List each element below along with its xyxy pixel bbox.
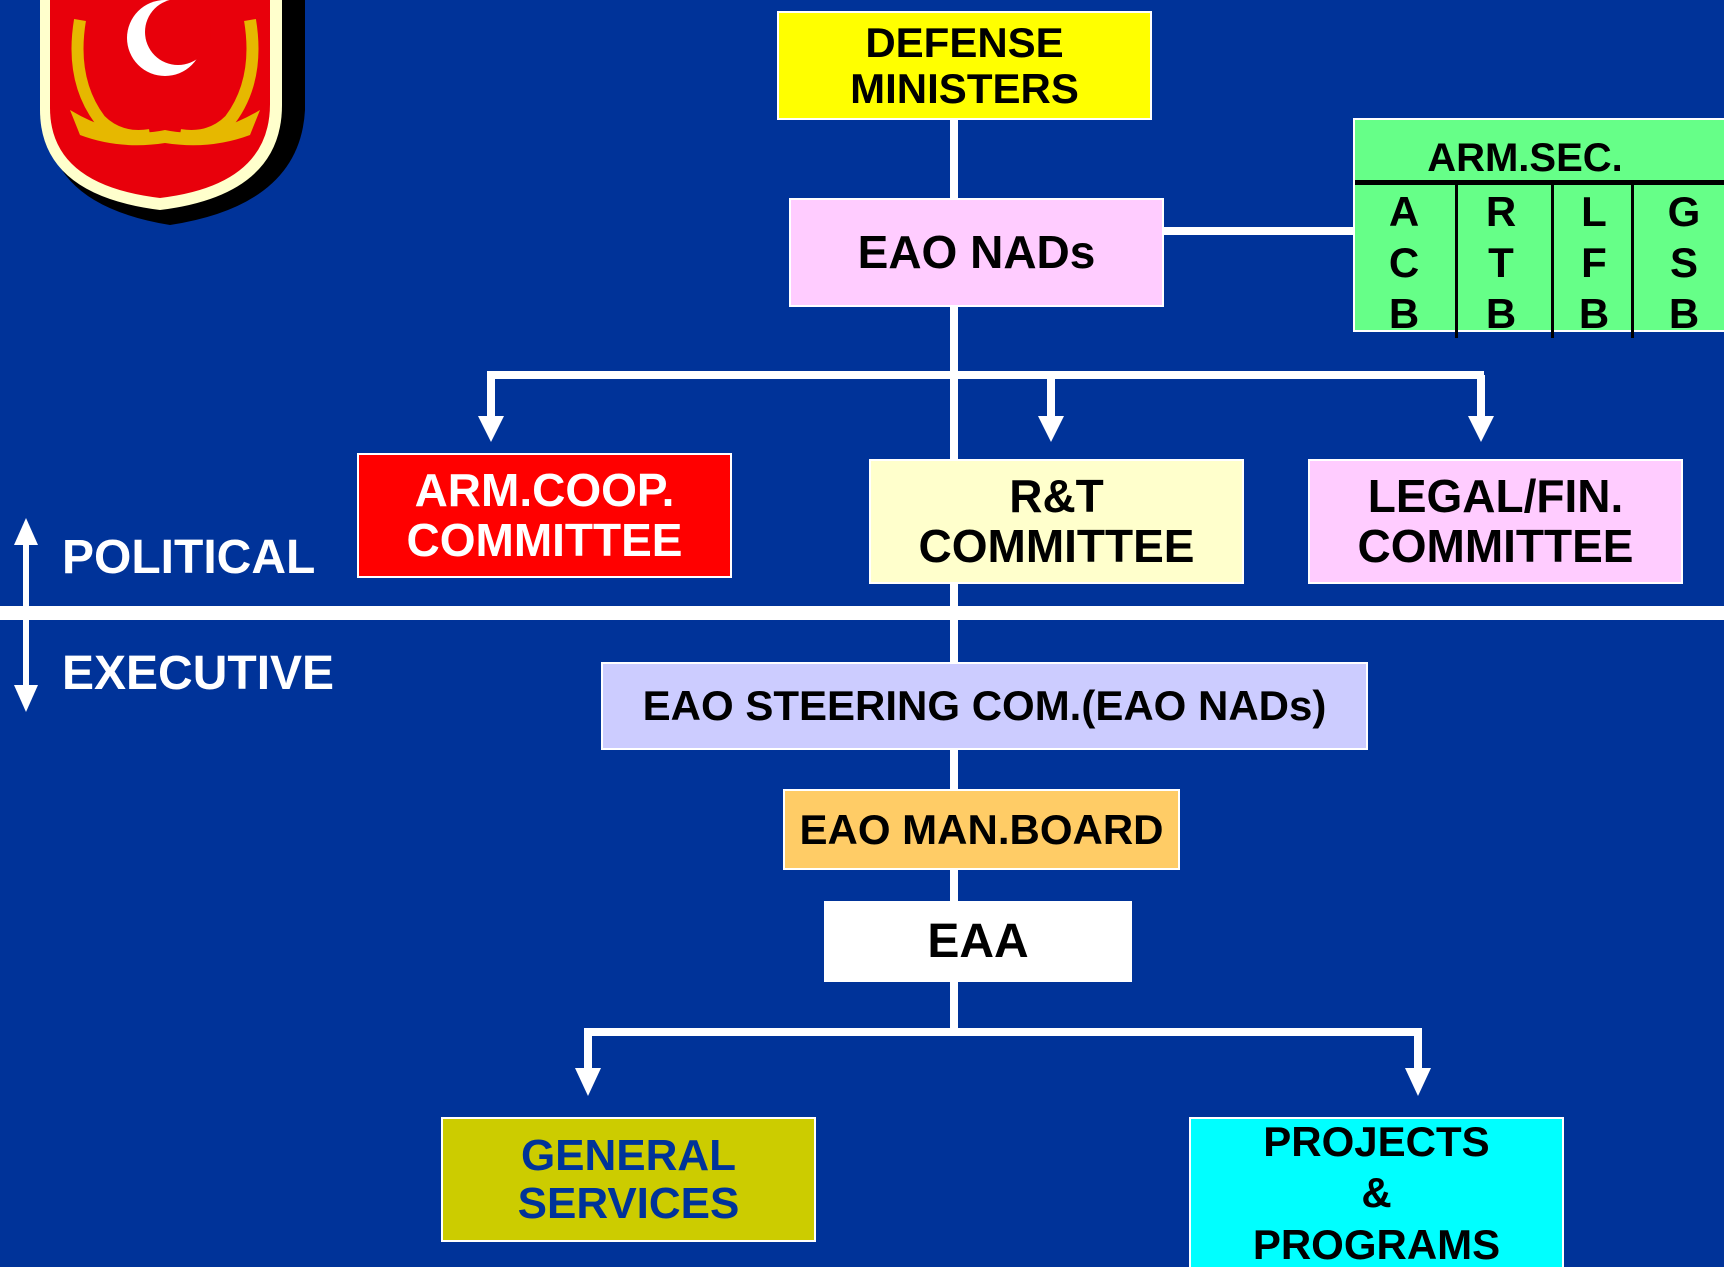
crescent-star-shield-icon xyxy=(40,0,305,225)
node-general-services: GENERAL SERVICES xyxy=(441,1117,816,1242)
node-general-services-line-2: SERVICES xyxy=(517,1178,740,1228)
node-arm-coop-line-1: ARM.COOP. xyxy=(414,463,675,516)
node-rt-committee: R&T COMMITTEE xyxy=(869,459,1244,584)
arm-sec-col-divider xyxy=(1551,182,1554,338)
arm-sec-title: ARM.SEC. xyxy=(1427,136,1623,180)
arm-sec-letter: L xyxy=(1581,188,1607,235)
arrowhead-rt xyxy=(1038,416,1064,442)
node-steering-label: EAO STEERING COM.(EAO NADs) xyxy=(642,682,1327,730)
arm-sec-column-acb: A C B xyxy=(1384,186,1424,339)
arm-sec-col-divider xyxy=(1455,182,1458,338)
node-legal-fin-committee: LEGAL/FIN. COMMITTEE xyxy=(1308,459,1683,584)
arm-sec-letter: T xyxy=(1488,239,1514,286)
node-man-board: EAO MAN.BOARD xyxy=(783,789,1180,870)
node-legal-fin-line-1: LEGAL/FIN. xyxy=(1367,469,1624,522)
node-projects-programs: PROJECTS & PROGRAMS xyxy=(1189,1117,1564,1267)
arm-sec-letter: R xyxy=(1485,188,1517,235)
node-projects-line-3: PROGRAMS xyxy=(1252,1220,1501,1267)
node-rt-line-2: COMMITTEE xyxy=(918,519,1195,572)
zone-label-political: POLITICAL xyxy=(62,531,316,584)
zone-arrow-up-head xyxy=(14,518,38,545)
arm-sec-title-rule xyxy=(1355,180,1724,185)
node-eaa-label: EAA xyxy=(927,914,1029,968)
arm-sec-letter: B xyxy=(1668,290,1700,337)
node-defense-ministers: DEFENSE MINISTERS xyxy=(777,11,1152,120)
node-steering-committee: EAO STEERING COM.(EAO NADs) xyxy=(601,662,1368,750)
node-general-services-line-1: GENERAL xyxy=(520,1130,737,1180)
arm-sec-letter: C xyxy=(1388,239,1420,286)
arm-sec-col-divider xyxy=(1631,182,1634,338)
node-arm-coop-committee: ARM.COOP. COMMITTEE xyxy=(357,453,732,578)
arm-sec-column-rtb: R T B xyxy=(1481,186,1521,339)
arm-sec-column-lfb: L F B xyxy=(1574,186,1614,339)
zone-label-executive: EXECUTIVE xyxy=(62,647,335,700)
node-defense-ministers-line-2: MINISTERS xyxy=(850,64,1079,112)
arrowhead-projects xyxy=(1405,1068,1431,1096)
arm-sec-table: ARM.SEC. A C B R T B L F B G S B xyxy=(1353,118,1724,338)
node-eao-nads: EAO NADs xyxy=(789,198,1164,307)
arrowhead-legal xyxy=(1468,416,1494,442)
arm-sec-letter: B xyxy=(1485,290,1517,337)
arrowhead-general xyxy=(575,1068,601,1096)
zone-arrow-down-head xyxy=(14,685,38,712)
arm-sec-letter: A xyxy=(1388,188,1420,235)
arm-sec-letter: B xyxy=(1578,290,1610,337)
arm-sec-letter: F xyxy=(1581,239,1607,286)
node-man-board-label: EAO MAN.BOARD xyxy=(799,805,1164,853)
arrowhead-armcoop xyxy=(478,416,504,442)
node-arm-coop-line-2: COMMITTEE xyxy=(406,513,683,566)
arm-sec-column-gsb: G S B xyxy=(1664,186,1704,339)
node-projects-line-1: PROJECTS xyxy=(1263,1118,1490,1166)
arm-sec-letter: B xyxy=(1388,290,1420,337)
arm-sec-letter: G xyxy=(1667,188,1701,235)
node-rt-line-1: R&T xyxy=(1009,469,1104,522)
node-eao-nads-label: EAO NADs xyxy=(857,225,1096,278)
arm-sec-letter: S xyxy=(1669,239,1698,286)
node-defense-ministers-line-1: DEFENSE xyxy=(865,19,1064,67)
node-projects-line-2: & xyxy=(1361,1169,1392,1217)
node-eaa: EAA xyxy=(824,901,1132,982)
node-legal-fin-line-2: COMMITTEE xyxy=(1357,519,1634,572)
